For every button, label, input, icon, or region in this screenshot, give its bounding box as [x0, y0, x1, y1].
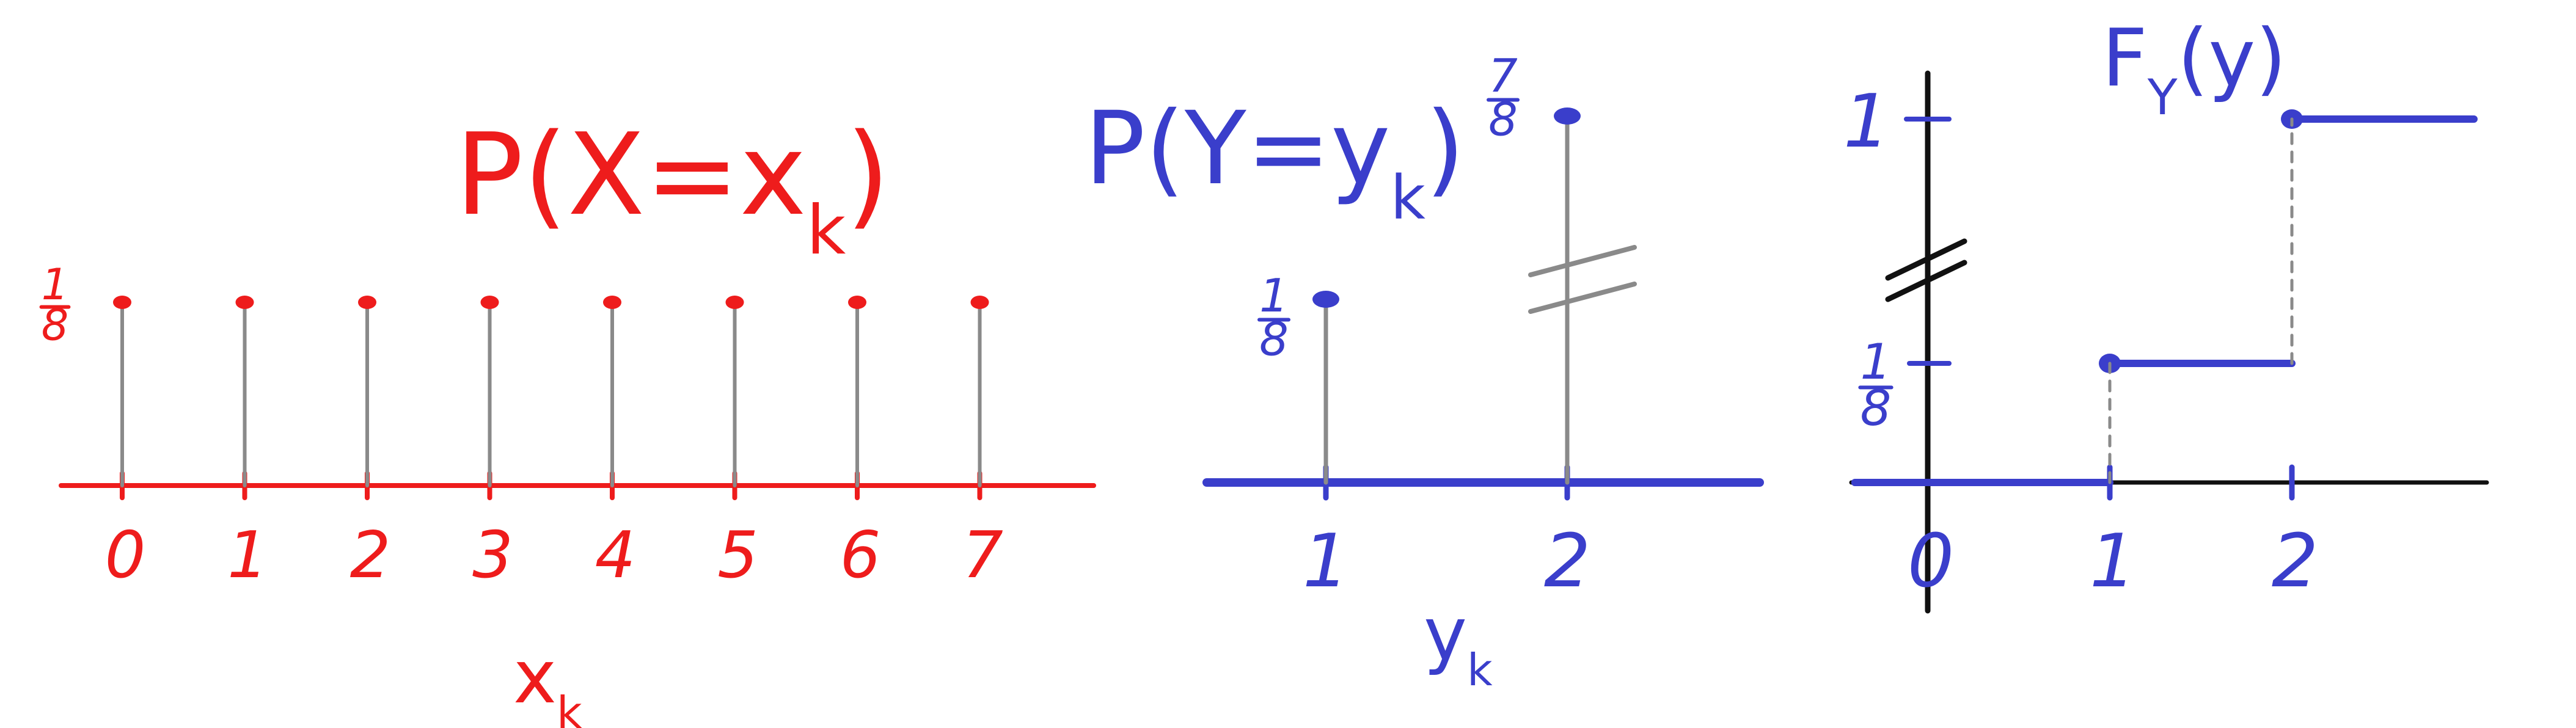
- stem-head-7: [970, 296, 989, 309]
- x-tick-label-5: 5: [717, 518, 758, 592]
- x-tick-label-1: 1: [1303, 519, 1349, 604]
- stem-head-1: [235, 296, 254, 309]
- stem-head-0: [113, 296, 131, 309]
- y-tick-label-1-8: 18: [39, 260, 71, 351]
- value-label-1-denominator: 8: [1259, 312, 1289, 366]
- x-tick-label-0: 0: [105, 518, 146, 592]
- x-tick-label-1: 1: [2090, 519, 2136, 604]
- stem-head-3: [480, 296, 499, 309]
- stem-head-6: [848, 296, 866, 309]
- chart-title: FY(y): [2102, 12, 2286, 126]
- y-tick-label-1: 1: [1843, 79, 1890, 164]
- axis-break-mark-lower: [1528, 282, 1637, 314]
- value-label-1: 18: [1257, 269, 1290, 366]
- x-axis-label: xk: [513, 635, 582, 728]
- x-tick-label-4: 4: [595, 518, 636, 592]
- stem-head-2: [358, 296, 376, 309]
- x-tick-label-2: 2: [2272, 519, 2318, 604]
- x-tick-label-7: 7: [962, 518, 1003, 592]
- stem-head-1: [1312, 291, 1339, 308]
- x-axis-label: yk: [1424, 592, 1493, 696]
- y-tick-label-1-8-numerator: 1: [42, 260, 69, 310]
- chart-title: P(Y=yk): [1085, 90, 1465, 233]
- y-tick-label-1-8-denominator: 8: [1861, 380, 1892, 437]
- x-tick-label-2: 2: [1544, 519, 1590, 604]
- axis-break-mark-upper: [1885, 238, 1967, 281]
- axis-break-mark-lower: [1885, 260, 1967, 302]
- value-label-2-denominator: 8: [1488, 92, 1518, 146]
- stem-head-4: [603, 296, 621, 309]
- value-label-1-numerator: 1: [1259, 269, 1289, 322]
- y-tick-label-1-8-denominator: 8: [42, 300, 69, 351]
- x-tick-label-2: 2: [350, 518, 391, 592]
- value-label-2: 78: [1487, 49, 1520, 146]
- x-tick-label-3: 3: [472, 518, 513, 592]
- stem-head-2: [1554, 107, 1581, 125]
- y-tick-label-1-8: 18: [1858, 333, 1894, 437]
- x-tick-label-6: 6: [840, 518, 881, 592]
- x-tick-label-0: 0: [1908, 519, 1954, 604]
- stem-head-5: [725, 296, 744, 309]
- value-label-2-numerator: 7: [1488, 49, 1518, 103]
- axis-break-mark-upper: [1528, 245, 1637, 277]
- x-tick-label-1: 1: [227, 518, 268, 592]
- y-tick-label-1-8-numerator: 1: [1861, 333, 1892, 390]
- chart-title: P(X=xk): [455, 109, 890, 270]
